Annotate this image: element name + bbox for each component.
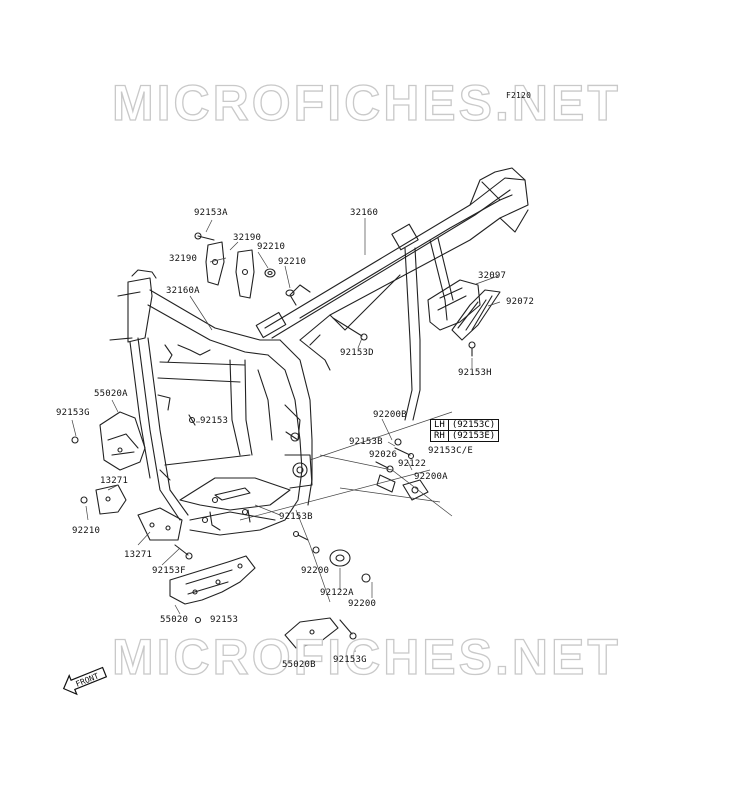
label-92122A: 92122A (320, 588, 354, 598)
label-92153G-left: 92153G (56, 408, 90, 418)
lh-label: LH (430, 419, 449, 431)
rh-label: RH (430, 430, 449, 442)
label-32190-top: 32190 (233, 233, 262, 243)
main-frame (109, 269, 313, 536)
label-92200-lower: 92200 (348, 599, 377, 609)
brackets-32190 (194, 232, 255, 299)
rh-value: (92153E) (447, 430, 500, 442)
leader-lines (71, 218, 501, 657)
plates-13271 (95, 484, 183, 541)
label-92122: 92122 (398, 459, 427, 469)
bolt-92153D (332, 317, 368, 341)
label-32160: 32160 (350, 208, 379, 218)
label-92153: 92153 (200, 416, 229, 426)
label-92200: 92200 (301, 566, 330, 576)
label-92153B-lower: 92153B (279, 512, 313, 522)
guard-55020B (284, 617, 339, 649)
label-32097: 32097 (478, 271, 507, 281)
label-32190-left: 32190 (169, 254, 198, 264)
side-table: LH (92153C) RH (92153E) (430, 419, 500, 442)
collar-92122A (312, 546, 371, 583)
label-92210-lower: 92210 (72, 526, 101, 536)
table-row: LH (92153C) (430, 419, 500, 431)
figure-code: F2120 (506, 91, 532, 100)
label-55020: 55020 (160, 615, 189, 625)
label-55020A: 55020A (94, 389, 128, 399)
pivot-parts-right (375, 438, 429, 501)
part-32097-92072 (427, 279, 501, 357)
front-arrow-icon: FRONT (62, 666, 108, 696)
label-92210-mid: 92210 (278, 257, 307, 267)
washers-92210 (264, 268, 295, 297)
label-92153A: 92153A (194, 208, 228, 218)
label-92153B-upper: 92153B (349, 437, 383, 447)
rear-subframe (255, 167, 529, 421)
label-92153G-right: 92153G (333, 655, 367, 665)
label-92153F: 92153F (152, 566, 186, 576)
table-row: RH (92153E) (430, 430, 500, 442)
label-92210-top: 92210 (257, 242, 286, 252)
label-92153H: 92153H (458, 368, 492, 378)
label-55020B: 55020B (282, 660, 316, 670)
label-92026: 92026 (369, 450, 398, 460)
watermark-top: MICROFICHES.NET (111, 75, 621, 131)
label-92200A: 92200A (414, 472, 448, 482)
guard-55020A (99, 411, 146, 471)
label-13271-upper: 13271 (100, 476, 129, 486)
label-92153CE: 92153C/E (428, 446, 473, 456)
label-32160A: 32160A (166, 286, 200, 296)
label-92153D: 92153D (340, 348, 374, 358)
label-92153-lower: 92153 (210, 615, 239, 625)
watermark-bottom: MICROFICHES.NET (111, 629, 621, 685)
lh-value: (92153C) (447, 419, 500, 431)
label-92200B: 92200B (373, 410, 407, 420)
skid-plate-55020 (169, 555, 256, 605)
label-13271-lower: 13271 (124, 550, 153, 560)
label-92072: 92072 (506, 297, 535, 307)
